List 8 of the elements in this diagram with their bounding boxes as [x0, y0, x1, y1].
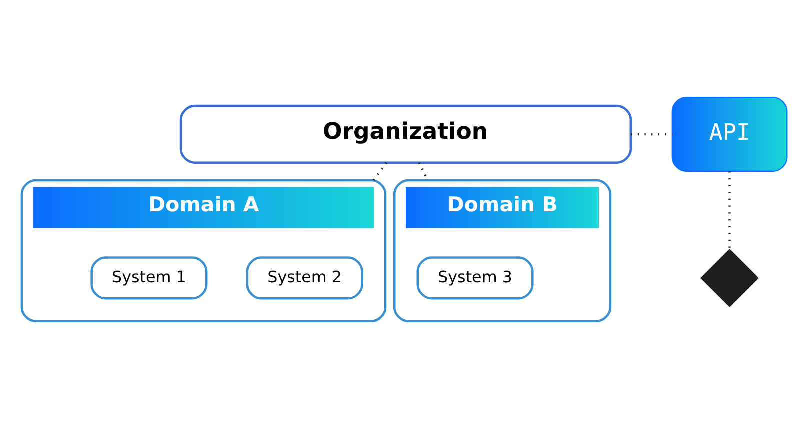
- node-box: System 3: [416, 256, 534, 300]
- connector: [728, 172, 731, 250]
- connector: [372, 162, 388, 182]
- node-box: API: [672, 96, 788, 172]
- node-diamond: [700, 248, 759, 308]
- node-box: System 1: [90, 256, 208, 300]
- node-box: Organization: [180, 104, 632, 164]
- node-box: System 2: [246, 256, 364, 300]
